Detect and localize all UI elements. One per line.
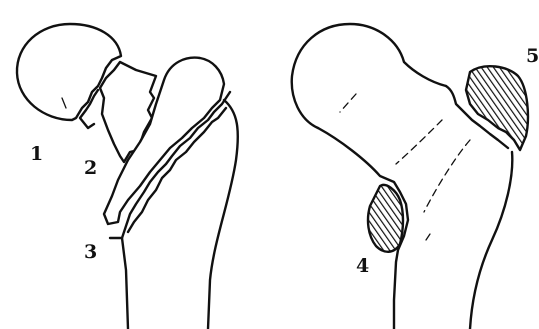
label-fragment-1: 1 xyxy=(30,143,43,165)
fragment-5-greater-trochanter xyxy=(466,66,528,150)
right-femoral-head xyxy=(292,24,446,128)
label-fragment-5: 5 xyxy=(526,45,539,67)
label-fragment-2: 2 xyxy=(84,157,97,179)
left-femur-shaft xyxy=(208,100,238,329)
right-head-dash xyxy=(340,94,356,112)
right-intertroch-dash-1 xyxy=(396,120,442,164)
fragment-4-lesser-trochanter xyxy=(368,185,403,252)
right-intertroch-dash-2 xyxy=(424,140,470,212)
right-neck-dash xyxy=(426,234,430,240)
right-femur xyxy=(292,24,528,329)
right-femur-shaft xyxy=(470,152,512,329)
left-femur-shaft-medial xyxy=(122,238,128,329)
label-fragment-4: 4 xyxy=(356,255,369,277)
left-femur xyxy=(17,24,238,329)
label-fragment-3: 3 xyxy=(84,241,97,263)
